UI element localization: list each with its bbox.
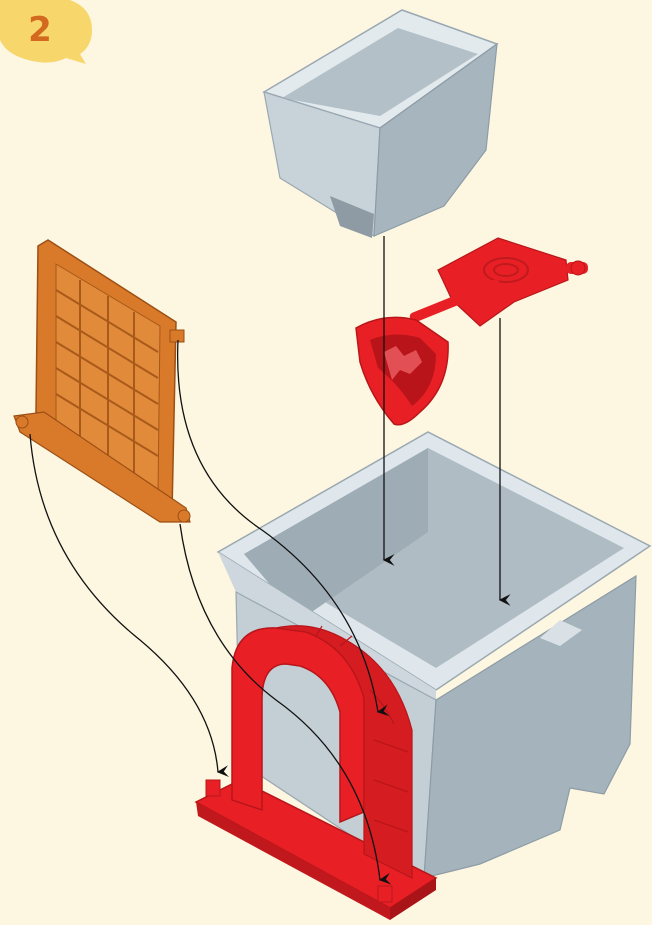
orange-door	[14, 240, 190, 522]
red-shield	[356, 317, 448, 424]
red-flag	[409, 238, 588, 326]
grey-top-block	[264, 10, 497, 238]
